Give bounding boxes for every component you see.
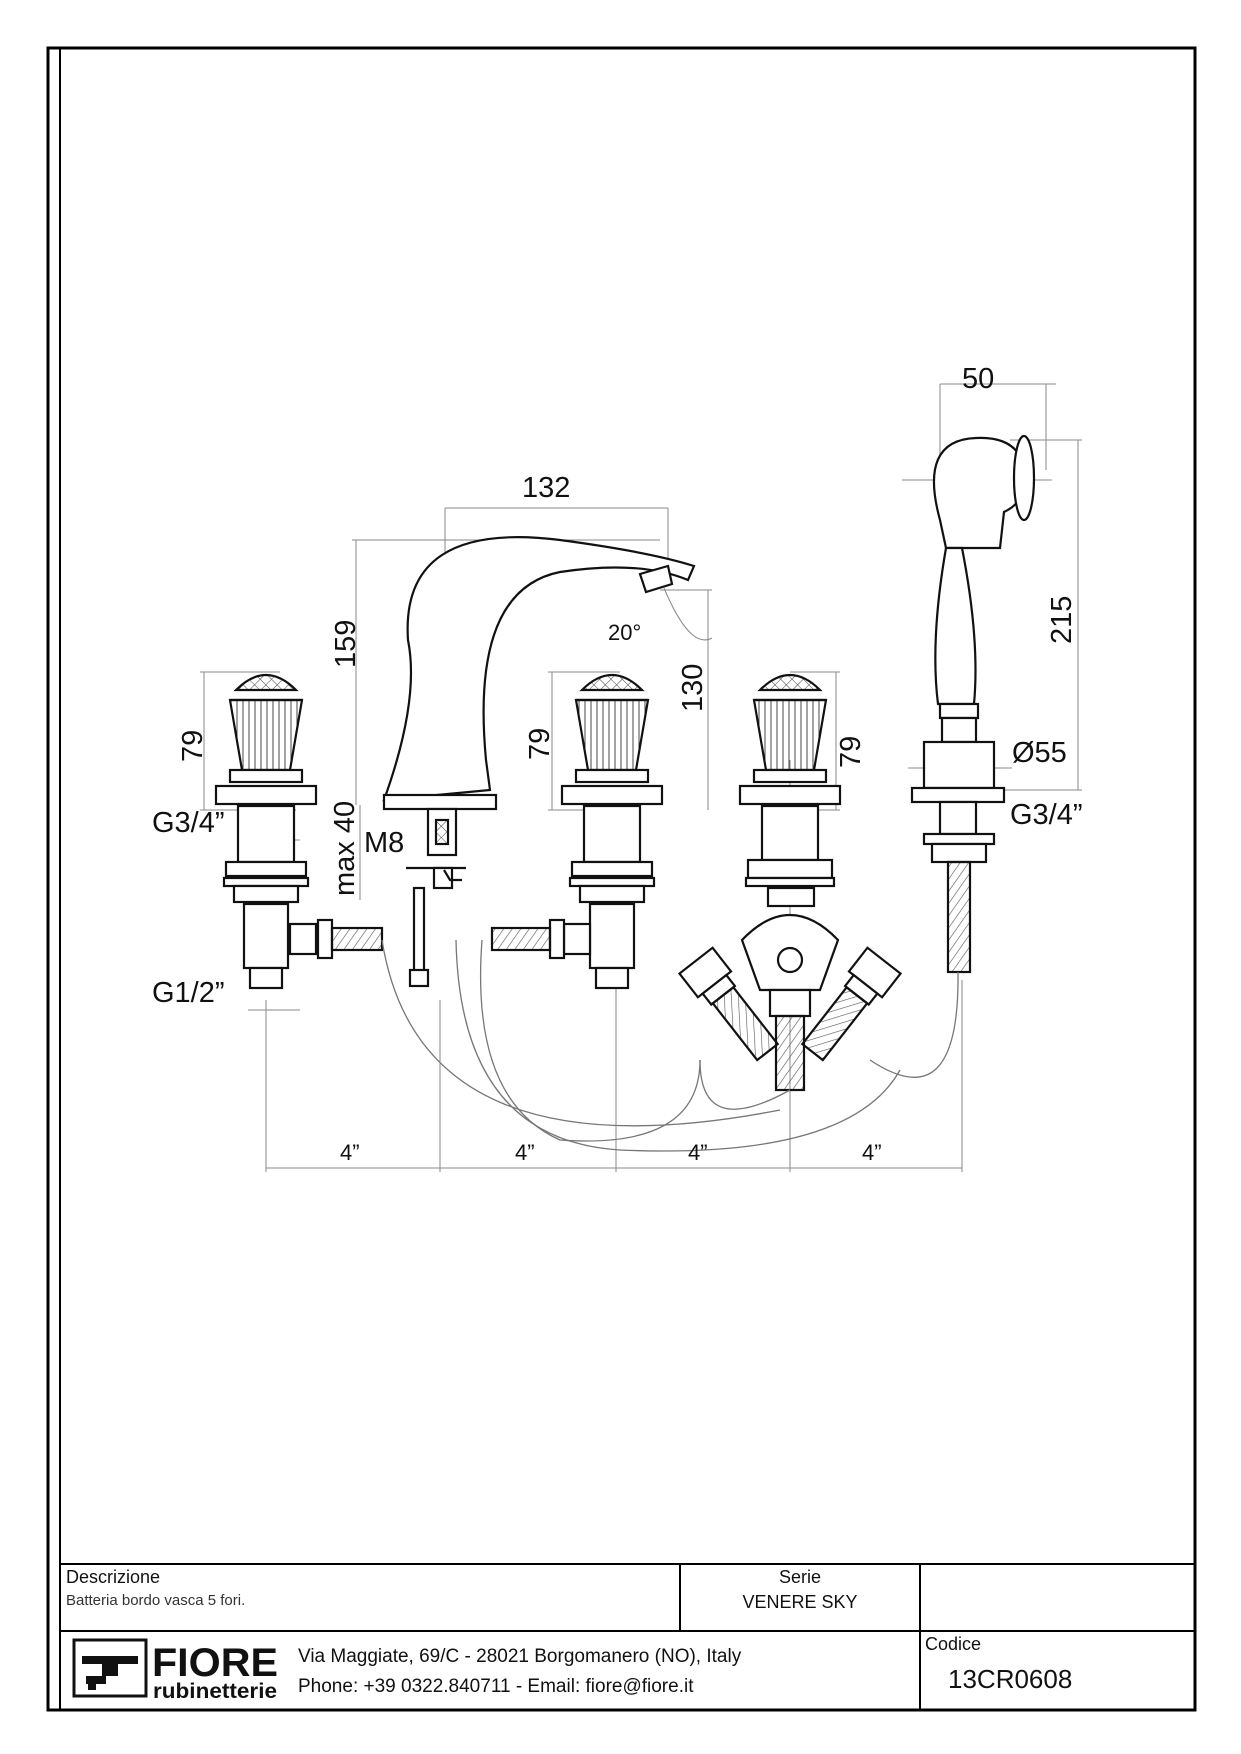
right-diverter-valve: [677, 674, 903, 1092]
dimension-labels: 132 159 130 20° 79 79 79 50 215 Ø55 G3/4…: [152, 363, 1083, 1165]
dim-inlet-thread: G1/2”: [152, 977, 225, 1009]
fiore-logo: FIORE rubinetterie: [72, 1638, 278, 1703]
spout: [382, 536, 696, 988]
logo-brand: FIORE: [152, 1641, 278, 1685]
dim-thread-right: G3/4”: [1010, 799, 1083, 831]
series-value: VENERE SKY: [742, 1592, 858, 1612]
code-value: 13CR0608: [948, 1664, 1073, 1694]
hand-shower: [910, 434, 1036, 974]
dim-shower-base-diameter: Ø55: [1012, 737, 1067, 769]
series-label: Serie: [778, 1567, 822, 1587]
dim-deck-max: max 40: [329, 801, 361, 896]
dim-spacing-1: 4”: [340, 1140, 360, 1165]
dim-spacing-2: 4”: [515, 1140, 535, 1165]
left-valve: [214, 674, 384, 990]
flexible-hoses: [381, 939, 959, 1152]
center-valve: [490, 674, 664, 990]
dim-thread-left: G3/4”: [152, 807, 225, 839]
dim-spout-angle: 20°: [608, 620, 641, 645]
logo-tagline: rubinetterie: [153, 1680, 277, 1703]
title-block-lines: [60, 1563, 1195, 1710]
dim-handle-left-height: 79: [177, 730, 209, 762]
dim-spout-height: 159: [330, 620, 362, 668]
dim-handle-right-height: 79: [835, 736, 867, 768]
code-label: Codice: [925, 1634, 982, 1654]
contact-text: Phone: +39 0322.840711 - Email: fiore@fi…: [298, 1676, 694, 1697]
outer-frame: [46, 46, 1197, 1712]
logo-faucet-icon: [82, 1656, 138, 1690]
dim-handle-center-height: 79: [524, 728, 556, 760]
description-value: Batteria bordo vasca 5 fori.: [66, 1592, 246, 1609]
dim-spout-length: 132: [522, 472, 570, 504]
logo-box: [72, 1638, 148, 1698]
description-label: Descrizione: [66, 1567, 161, 1587]
address-text: Via Maggiate, 69/C - 28021 Borgomanero (…: [298, 1646, 742, 1667]
dim-shower-handle-length: 215: [1046, 596, 1078, 644]
dim-shower-head-width: 50: [962, 363, 994, 395]
dim-rod-thread: M8: [364, 827, 404, 859]
dim-spacing-4: 4”: [862, 1140, 882, 1165]
dim-spout-reach-height: 130: [677, 664, 709, 712]
dim-spacing-3: 4”: [688, 1140, 708, 1165]
